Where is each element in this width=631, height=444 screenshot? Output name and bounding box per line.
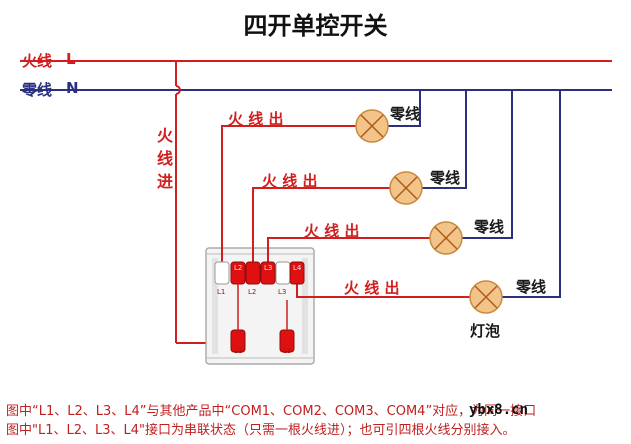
lamp-4 (469, 280, 503, 314)
live-out-label-2: 火 线 出 (262, 172, 318, 190)
live-out-wires (221, 125, 470, 298)
neutral-line-label: 零线 (22, 81, 53, 99)
lamp-2 (389, 171, 423, 205)
terminal-l4-red (289, 261, 305, 285)
live-out-label-4: 火 线 出 (344, 279, 400, 297)
terminal-l1-top (214, 261, 230, 285)
terminal-label-top-red-2: L3 (264, 264, 273, 272)
live-line-label: 火线 (22, 52, 53, 70)
live-out-label-1: 火 线 出 (228, 110, 284, 128)
terminal-label-top-white-1: L1 (217, 288, 226, 296)
terminal-label-bottom-2: L3 (283, 347, 292, 355)
neutral-label-1: 零线 (390, 105, 421, 123)
terminal-label-top-red-1: L2 (234, 264, 243, 272)
terminal-label-top-white-2: L2 (248, 288, 257, 296)
terminal-label-bottom-1: L1 (234, 347, 243, 355)
lamp-3 (429, 221, 463, 255)
live-feed-label: 火线进 (156, 126, 173, 191)
watermark: ybx8.cn (469, 402, 529, 418)
terminal-l3-top (275, 261, 291, 285)
page-title: 四开单控开关 (243, 12, 388, 40)
neutral-label-3: 零线 (474, 218, 505, 236)
neutral-label-4: 零线 (516, 278, 547, 296)
neutral-branch-wires (388, 90, 561, 298)
terminal-l3-red (260, 261, 276, 285)
terminal-l2-top (245, 261, 261, 285)
lamp-1 (355, 109, 389, 143)
terminal-label-top-red-3: L4 (293, 264, 302, 272)
neutral-label-2: 零线 (430, 169, 461, 187)
bulb-label: 灯泡 (470, 322, 501, 340)
neutral-line-letter: N (66, 79, 79, 97)
live-out-label-3: 火 线 出 (304, 222, 360, 240)
series-links (237, 284, 288, 330)
terminal-label-top-white-3: L3 (278, 288, 287, 296)
live-line-letter: L (66, 50, 76, 68)
caption-line-1: 图中“L1、L2、L3、L4”与其他产品中“COM1、COM2、COM3、COM… (6, 404, 537, 419)
caption-line-2: 图中"L1、L2、L3、L4"接口为串联状态（只需一根火线进）；也可引四根火线分… (6, 423, 516, 438)
top-terminals (214, 261, 305, 285)
